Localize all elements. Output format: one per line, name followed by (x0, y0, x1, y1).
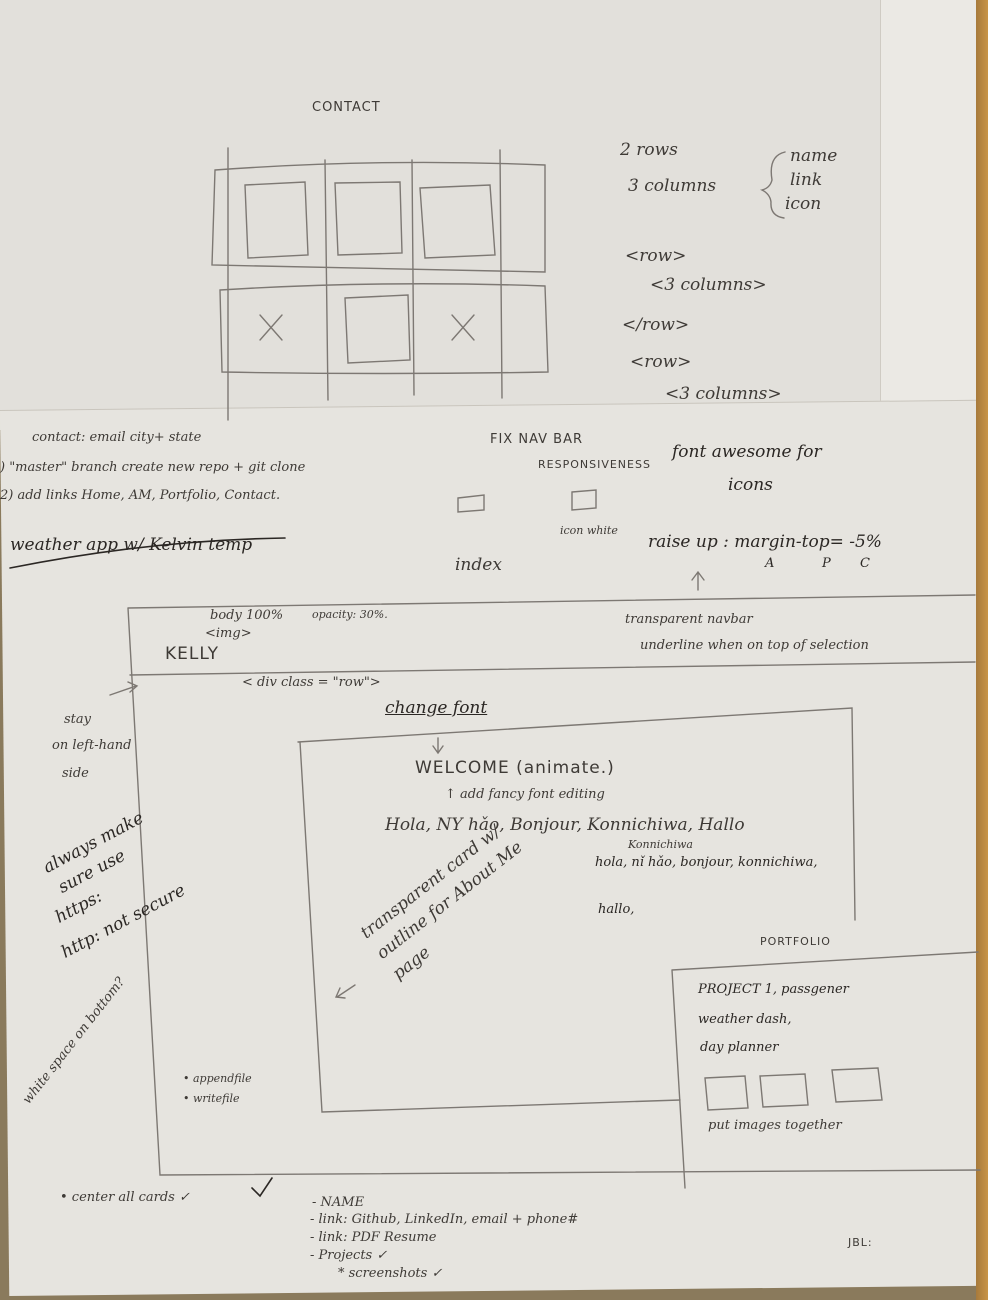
note-link: link (790, 170, 823, 190)
weather-dash-note: weather dash, (698, 1012, 792, 1027)
konnichiwa-note: Konnichiwa (628, 838, 693, 851)
brace-mark (759, 151, 786, 219)
greetings-text: Hola, NY hǎo, Bonjour, Konnichiwa, Hallo (385, 815, 745, 835)
nav-letter-c: C (860, 556, 870, 571)
fix-nav-note: FIX NAV BAR (490, 432, 584, 447)
contact-icon-box (244, 181, 309, 259)
contact-x-mark (451, 314, 475, 341)
side-note: side (62, 766, 89, 781)
list-projects: - Projects ✓ (310, 1248, 388, 1263)
img-note: <img> (205, 626, 252, 641)
step-1: ) "master" branch create new repo + git … (0, 460, 306, 475)
nav-sketch-icon (457, 494, 485, 513)
raise-up-note: raise up : margin-top= -5% (648, 532, 882, 552)
contact-icon-box (344, 294, 411, 364)
index-note: index (455, 555, 502, 575)
writefile-note: • writefile (183, 1092, 240, 1105)
stay-note: stay (64, 712, 91, 727)
transparent-navbar-note: transparent navbar (625, 612, 753, 627)
ink-checkmark (251, 1177, 273, 1198)
portfolio-title: PORTFOLIO (760, 935, 831, 948)
wireframe-nav-line (129, 661, 976, 676)
arrow-left-mark (334, 984, 356, 999)
note-name: name (790, 146, 838, 166)
nav-letter-a: A (765, 556, 775, 571)
contact-column-line (499, 149, 503, 399)
hallo-pen-text: hallo, (598, 902, 635, 917)
contact-icon-box (419, 184, 496, 259)
list-link-social: - link: Github, LinkedIn, email + phone# (310, 1212, 579, 1227)
greetings-pen-text: hola, nǐ hǎo, bonjour, konnichiwa, (595, 855, 818, 870)
markup-row-open-2: <row> (630, 352, 692, 372)
fancy-font-note: ↑ add fancy font editing (445, 787, 605, 802)
portfolio-thumb (831, 1067, 883, 1103)
responsiveness-note: RESPONSIVENESS (538, 458, 651, 471)
portfolio-thumb (759, 1073, 809, 1108)
markup-columns-2: <3 columns> (665, 384, 782, 404)
opacity-note: opacity: 30%. (312, 608, 388, 621)
welcome-card-frame (297, 707, 856, 1113)
contact-icon-box (334, 181, 403, 256)
back-paper-sheet (0, 0, 940, 430)
arrow-up-mark (691, 570, 705, 591)
note-columns: 3 columns (628, 176, 717, 196)
body-note: body 100% (210, 608, 284, 623)
ink-strikethrough (9, 537, 286, 569)
wood-table-edge (976, 0, 988, 1300)
contact-title: CONTACT (312, 100, 381, 115)
appendfile-note: • appendfile (183, 1072, 252, 1085)
portfolio-thumb (704, 1075, 749, 1111)
icon-white-note: icon white (560, 524, 618, 537)
right-paper-sheet (880, 0, 988, 420)
left-hand-note: on left-hand (52, 738, 132, 753)
list-name: - NAME (312, 1195, 365, 1210)
div-class-note: < div class = "row"> (242, 675, 381, 690)
list-link-resume: - link: PDF Resume (310, 1230, 437, 1245)
icons-note: icons (728, 475, 773, 495)
markup-row-close: </row> (622, 315, 690, 335)
arrow-right-mark (109, 681, 139, 696)
arrow-down-mark (432, 737, 444, 755)
put-images-note: put images together (708, 1118, 842, 1133)
markup-row-open: <row> (625, 246, 687, 266)
contact-line: contact: email city+ state (32, 430, 202, 445)
wireframe-outer-frame (127, 594, 981, 1176)
underline-note: underline when on top of selection (640, 638, 869, 653)
center-cards-note: • center all cards ✓ (60, 1190, 190, 1205)
contact-column-line (411, 159, 415, 396)
weather-note: weather app w/ Kelvin temp (10, 535, 253, 555)
step-2: 2) add links Home, AM, Portfolio, Contac… (0, 488, 281, 503)
portfolio-card-frame (671, 951, 979, 1189)
note-rows: 2 rows (620, 140, 678, 160)
nav-sketch-icon (571, 489, 597, 511)
contact-x-mark (259, 314, 283, 341)
markup-columns: <3 columns> (650, 275, 767, 295)
list-screenshots: * screenshots ✓ (338, 1266, 443, 1281)
corner-note: JBL: (848, 1236, 873, 1249)
contact-column-line (324, 159, 329, 401)
change-font-note: change font (385, 698, 488, 718)
nav-letter-p: P (822, 556, 831, 571)
font-awesome-note: font awesome for (672, 442, 822, 462)
note-icon: icon (785, 194, 822, 214)
welcome-text: WELCOME (animate.) (415, 758, 615, 778)
day-planner-note: day planner (700, 1040, 779, 1055)
project-1-note: PROJECT 1, passgener (698, 982, 849, 997)
kelly-logo-text: KELLY (165, 644, 219, 664)
